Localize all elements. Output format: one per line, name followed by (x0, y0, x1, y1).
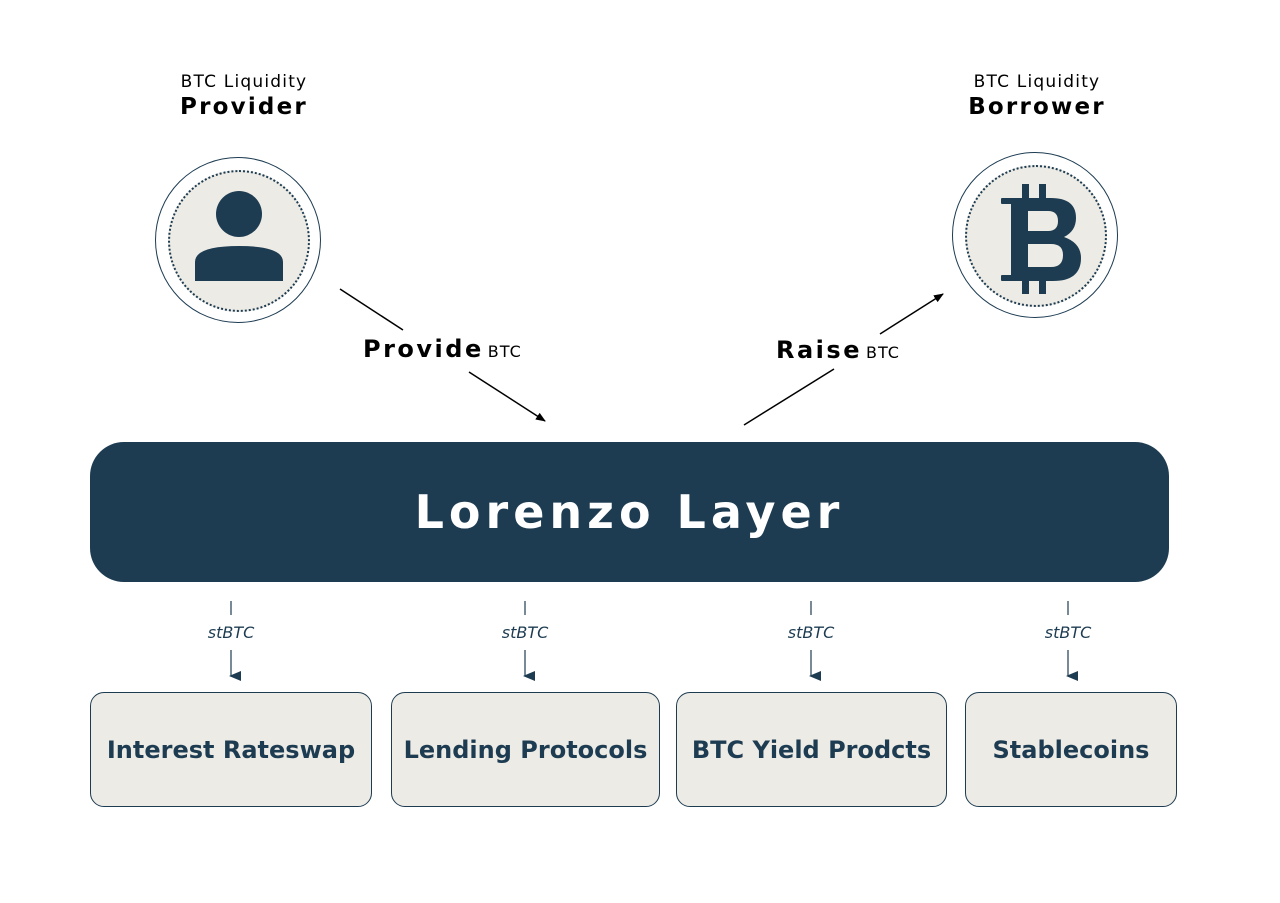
provide-label-main: Provide (363, 335, 484, 363)
output-box-interest-rateswap: Interest Rateswap (90, 692, 372, 807)
stbtc-label-3: stBTC (787, 623, 835, 642)
layer-title: Lorenzo Layer (414, 485, 845, 539)
output-box-stablecoins: Stablecoins (965, 692, 1177, 807)
output-box-btc-yield-products: BTC Yield Prodcts (676, 692, 947, 807)
raise-arrow (879, 293, 944, 335)
raise-line-lower (743, 368, 835, 426)
raise-label-main: Raise (776, 336, 862, 364)
output-label: Lending Protocols (403, 735, 648, 764)
provide-label-sub: BTC (487, 342, 522, 361)
borrower-caption: BTC Liquidity (973, 72, 1101, 92)
borrower-avatar (952, 152, 1118, 318)
bitcoin-icon (1001, 184, 1081, 294)
output-label: Stablecoins (992, 735, 1150, 764)
output-label: Interest Rateswap (106, 735, 356, 764)
provider-avatar (155, 157, 321, 323)
output-label: BTC Yield Prodcts (691, 735, 932, 764)
output-box-lending-protocols: Lending Protocols (391, 692, 660, 807)
stbtc-label-1: stBTC (207, 623, 255, 642)
raise-label-sub: BTC (865, 343, 900, 362)
stbtc-label-4: stBTC (1044, 623, 1092, 642)
provide-line-upper (339, 288, 404, 331)
lorenzo-layer: Lorenzo Layer (90, 442, 1169, 582)
borrower-title: Borrower (968, 94, 1106, 120)
provider-title: Provider (180, 94, 308, 120)
provider-caption: BTC Liquidity (180, 72, 308, 92)
stbtc-label-2: stBTC (501, 623, 549, 642)
person-icon (195, 191, 283, 281)
provide-arrow (468, 371, 546, 422)
